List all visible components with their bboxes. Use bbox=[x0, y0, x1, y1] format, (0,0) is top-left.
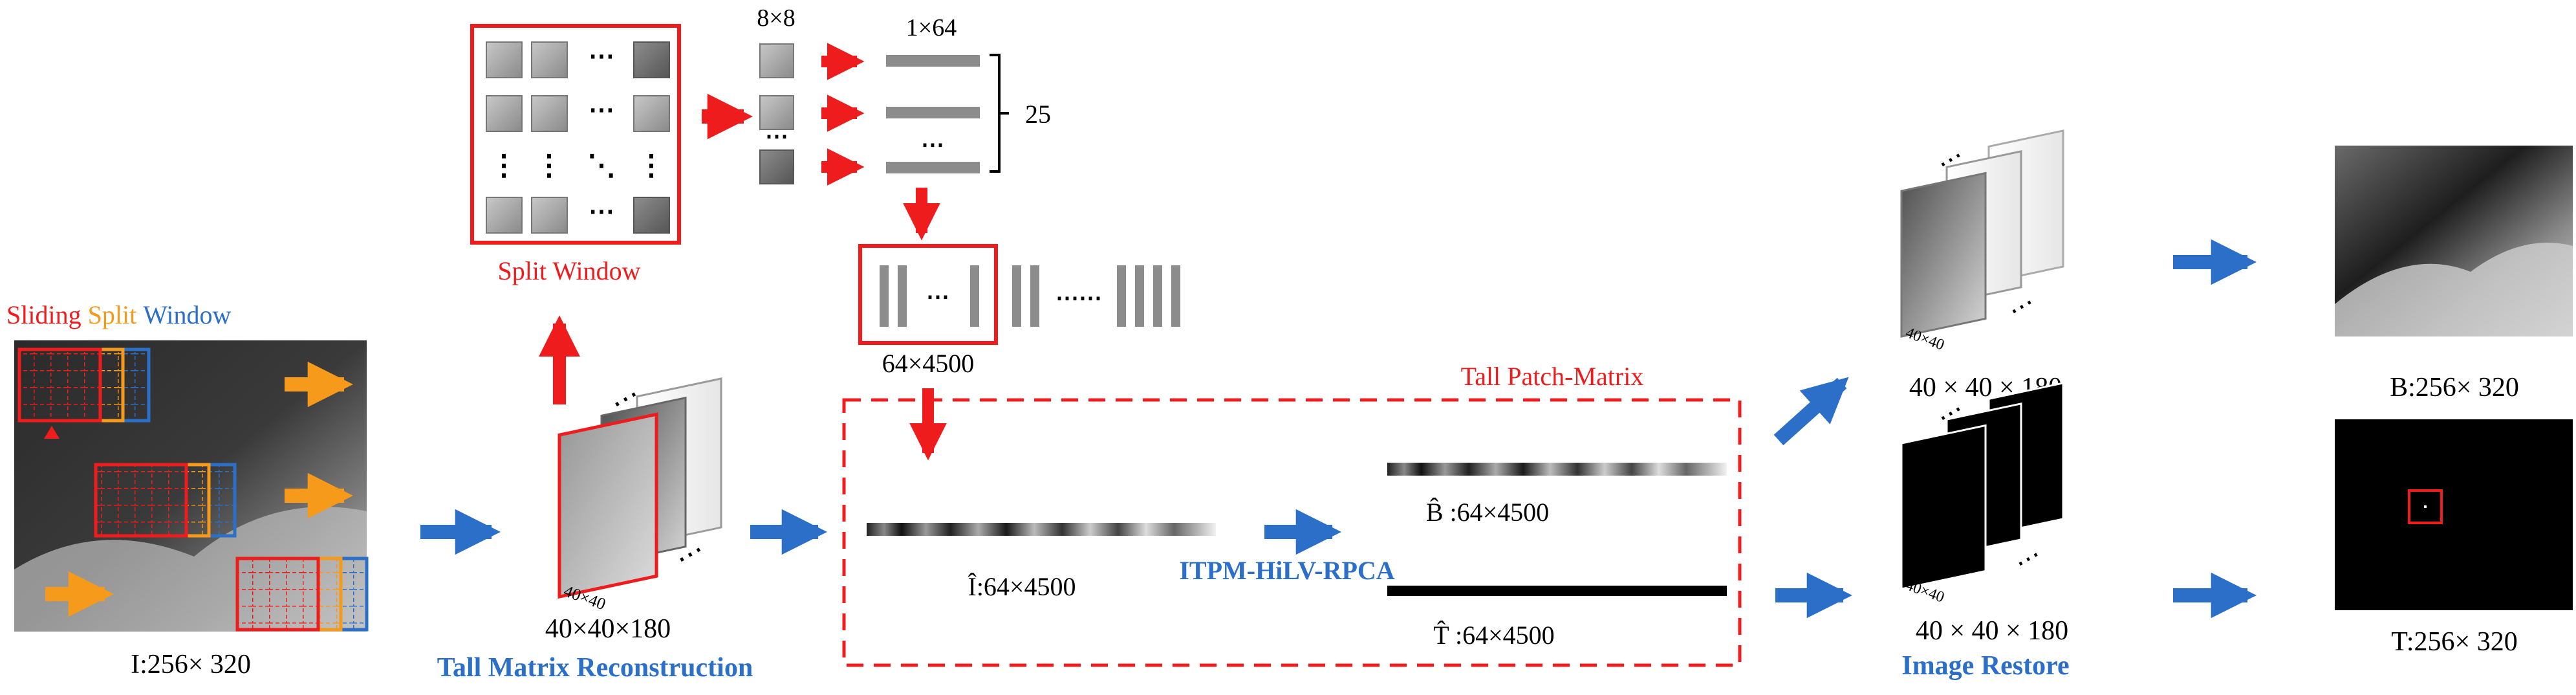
matrix-ellipsis: ⋯ bbox=[926, 283, 949, 309]
patch-size-label: 8×8 bbox=[757, 5, 795, 32]
bg-stack-ellipsis-bottom: ⋯ bbox=[2003, 287, 2040, 325]
vector-bar-3 bbox=[886, 162, 980, 173]
background-output-caption: B:256× 320 bbox=[2390, 373, 2519, 403]
algorithm-label: ITPM-HiLV-RPCA bbox=[1179, 556, 1394, 585]
tg-stack-front-frame bbox=[1901, 425, 1986, 589]
reconstruction-title: Tall Matrix Reconstruction bbox=[437, 653, 753, 683]
tall-patch-matrix-title: Tall Patch-Matrix bbox=[1461, 362, 1644, 391]
target-output: T:256× 320 bbox=[2335, 419, 2573, 657]
matrix-caption: 64×4500 bbox=[882, 349, 975, 378]
split-window-box: ⋯ ⋯ ⋯ ⋮ ⋮ ⋱ ⋮ Split Window bbox=[472, 26, 679, 285]
target-point bbox=[2424, 505, 2427, 508]
split-ddots: ⋱ bbox=[587, 149, 616, 181]
background-matrix-strip bbox=[1387, 463, 1727, 476]
background-matrix-caption: B̂ :64×4500 bbox=[1426, 498, 1549, 527]
sliding-window-2 bbox=[96, 465, 235, 536]
input-matrix-strip bbox=[867, 523, 1216, 536]
tall-patch-matrix-box: Tall Patch-Matrix Î:64×4500 ITPM-HiLV-RP… bbox=[844, 362, 1740, 665]
tg-stack-ellipsis-bottom: ⋯ bbox=[2009, 540, 2046, 578]
split-window-label: Split Window bbox=[497, 256, 640, 285]
split-ellipsis-row4: ⋯ bbox=[589, 197, 614, 226]
target-restore-stack: ⋯ ⋯ 40×40 40 × 40 × 180 Image Restore bbox=[1901, 383, 2070, 681]
split-vdots-col4: ⋮ bbox=[637, 149, 666, 181]
vector-count: 25 bbox=[1025, 100, 1051, 129]
matrix-long-dots: ⋯⋯ bbox=[1055, 285, 1102, 311]
patch-matrix-row: ⋯ ⋯⋯ 64×4500 bbox=[860, 246, 1180, 378]
input-image-caption: I:256× 320 bbox=[131, 650, 251, 679]
vector-bar-2 bbox=[886, 107, 980, 118]
patch-column: 8×8 ⋯ bbox=[757, 5, 795, 184]
vector-ellipsis: ⋯ bbox=[921, 131, 944, 157]
split-vdots-col1: ⋮ bbox=[490, 149, 518, 181]
background-restore-stack: ⋯ ⋯ 40×40 40 × 40 × 180 bbox=[1901, 131, 2063, 403]
target-stack-caption: 40 × 40 × 180 bbox=[1916, 616, 2068, 646]
vector-brace bbox=[990, 55, 1009, 171]
target-output-caption: T:256× 320 bbox=[2391, 627, 2517, 657]
target-matrix-strip bbox=[1387, 586, 1727, 596]
target-output-image bbox=[2335, 419, 2573, 610]
split-vdots-col2: ⋮ bbox=[535, 149, 563, 181]
reconstruction-caption: 40×40×180 bbox=[545, 614, 671, 644]
arrow-to-background-stack bbox=[1779, 383, 1842, 440]
split-ellipsis-row1: ⋯ bbox=[589, 41, 614, 71]
input-matrix-caption: Î:64×4500 bbox=[968, 572, 1076, 601]
vector-size-label: 1×64 bbox=[906, 14, 957, 41]
vector-column: 1×64 ⋯ 25 bbox=[886, 14, 1051, 173]
split-ellipsis-row2: ⋯ bbox=[589, 95, 614, 124]
background-output: B:256× 320 bbox=[2335, 146, 2573, 403]
patch-ellipsis: ⋯ bbox=[765, 123, 788, 149]
bg-stack-front-frame bbox=[1901, 173, 1986, 336]
legend-split: Split bbox=[88, 300, 137, 329]
legend-sliding: Sliding bbox=[6, 300, 81, 329]
legend-window: Window bbox=[143, 300, 231, 329]
sliding-window-3 bbox=[237, 558, 367, 630]
image-restore-title: Image Restore bbox=[1901, 651, 2069, 681]
vector-bar-1 bbox=[886, 55, 980, 67]
stack-front-frame bbox=[559, 414, 656, 597]
target-matrix-caption: T̂ :64×4500 bbox=[1433, 621, 1554, 650]
